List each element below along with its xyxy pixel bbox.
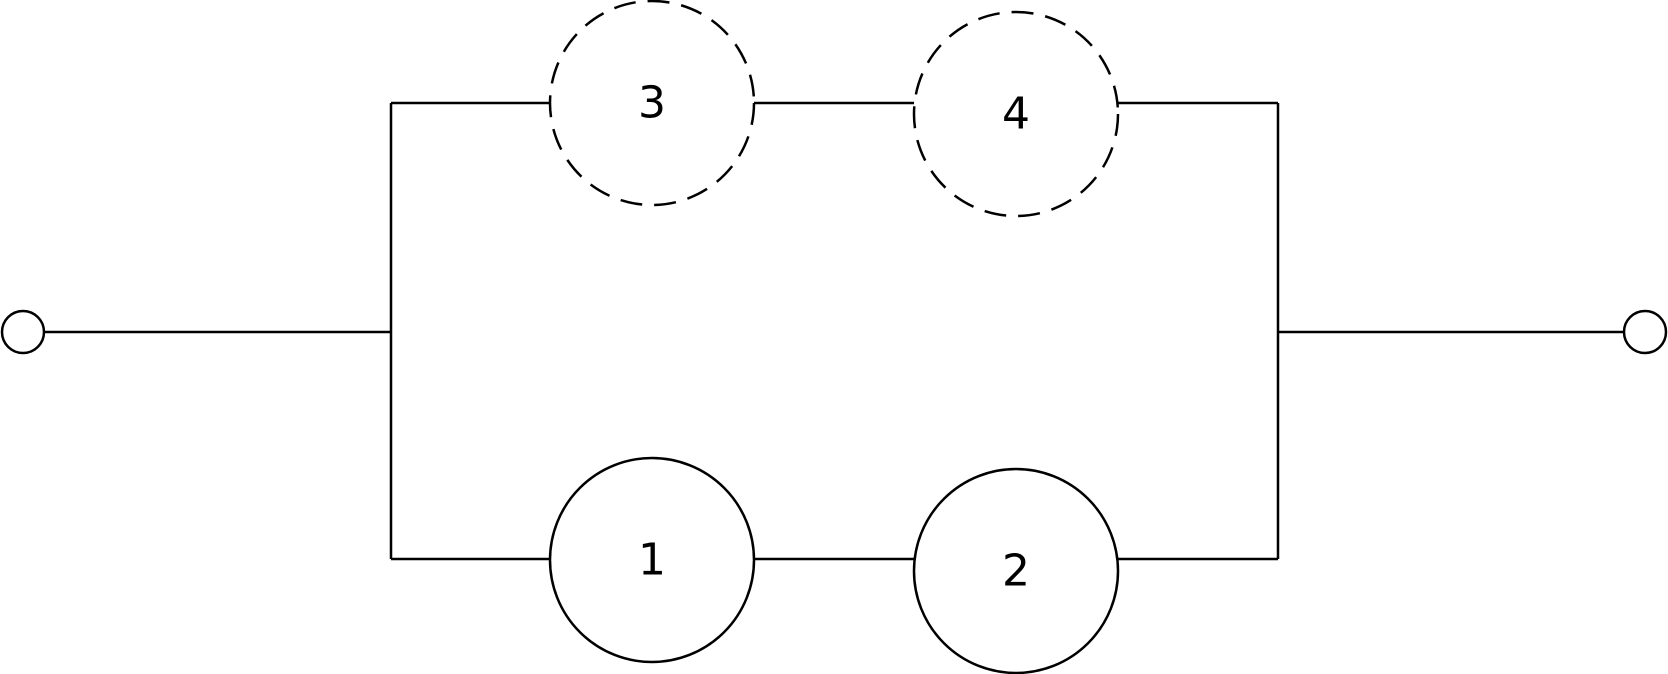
component-2-label: 2 [1002,546,1030,597]
component-1-label: 1 [638,535,666,586]
component-3: 3 [548,0,756,207]
input-terminal [0,309,46,355]
component-3-circle [548,0,756,207]
component-4-label: 4 [1002,89,1030,140]
component-2: 2 [912,467,1120,674]
component-4-circle [912,10,1120,218]
component-2-circle [912,467,1120,674]
component-1-circle [548,456,756,664]
output-terminal [1622,309,1668,355]
component-4: 4 [912,10,1120,218]
component-1: 1 [548,456,756,664]
component-3-label: 3 [638,78,666,129]
